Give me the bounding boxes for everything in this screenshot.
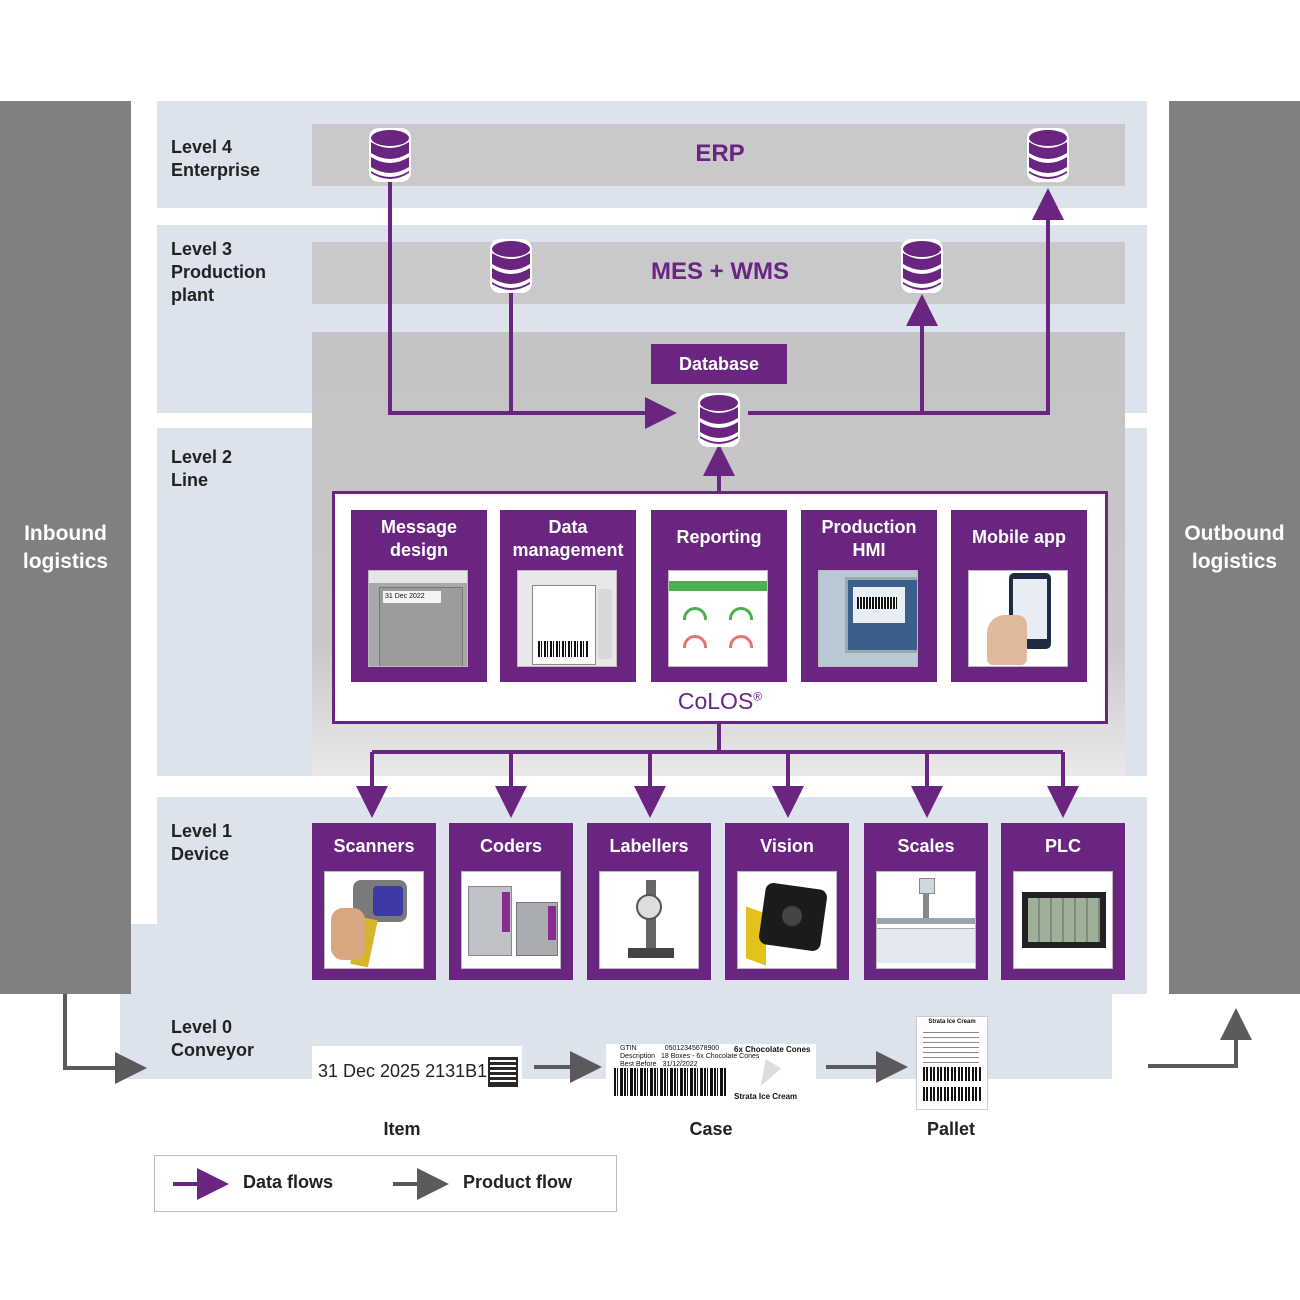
case-title: 6x Chocolate Cones <box>734 1045 811 1054</box>
reporting-screenshot <box>668 570 768 667</box>
erp-label: ERP <box>695 140 745 167</box>
level-2-label: Level 2 Line <box>171 447 233 490</box>
app-message-design: Message design 31 Dec 2022 <box>351 510 487 682</box>
device-title: Scanners <box>333 836 415 856</box>
item-qr-code <box>488 1057 518 1087</box>
pallet-barcode-2 <box>923 1087 981 1101</box>
app-mobile-app: Mobile app <box>951 510 1087 682</box>
app-reporting: Reporting <box>651 510 787 682</box>
scanner-photo <box>324 871 424 969</box>
app-title: Production HMI <box>821 517 917 560</box>
legend-swatches <box>173 1168 449 1200</box>
database-to-mes-line <box>748 294 938 415</box>
legend-product-flow: Product flow <box>463 1172 572 1192</box>
pallet-caption: Pallet <box>926 1119 976 1139</box>
case-label: GTIN 05012345678900 Description 18 Boxes… <box>606 1044 816 1108</box>
mes-database-icon-left <box>490 239 532 293</box>
case-barcode <box>614 1068 726 1096</box>
device-plc: PLC <box>1001 823 1125 980</box>
device-title: Coders <box>479 836 542 856</box>
mes-wms-label: MES + WMS <box>650 258 789 285</box>
app-title: Message design <box>380 517 458 560</box>
device-title: Scales <box>897 836 955 856</box>
mes-wms-strip <box>312 242 1125 304</box>
app-title: Mobile app <box>972 527 1066 547</box>
item-caption: Item <box>383 1119 421 1139</box>
device-title: Labellers <box>609 836 689 856</box>
pallet-barcode-1 <box>923 1067 981 1081</box>
item-label: 31 Dec 2025 2131B1 <box>312 1046 522 1096</box>
app-data-management: Data management <box>500 510 636 682</box>
level-0-label: Level 0 Conveyor <box>171 1017 255 1060</box>
app-title: Reporting <box>676 527 762 547</box>
inbound-flow-arrow <box>63 994 147 1084</box>
device-title: Vision <box>760 836 814 856</box>
mobile-app-photo <box>968 570 1068 667</box>
case-gtin-value: 05012345678900 <box>664 1045 720 1052</box>
scales-photo <box>876 871 976 969</box>
device-title: PLC <box>1045 836 1081 856</box>
production-hmi-photo <box>818 570 918 667</box>
outbound-flow-arrow <box>1148 1008 1252 1068</box>
device-vision: Vision <box>725 823 849 980</box>
level-4-label: Level 4 Enterprise <box>171 137 261 180</box>
case-desc-key: Description <box>620 1053 656 1060</box>
pallet-label: Strata Ice Cream <box>916 1016 988 1110</box>
level-3-label: Level 3 Production plant <box>171 239 266 305</box>
database-to-erp-line <box>748 188 1064 415</box>
case-bb-key: Best Before <box>620 1061 657 1068</box>
level-1-label: Level 1 Device <box>171 821 233 864</box>
coders-photo <box>461 871 561 969</box>
plc-photo <box>1013 871 1113 969</box>
device-coders: Coders <box>449 823 573 980</box>
mes-database-icon-right <box>901 239 943 293</box>
pallet-title: Strata Ice Cream <box>928 1019 976 1025</box>
labeller-photo <box>599 871 699 969</box>
device-labellers: Labellers <box>587 823 711 980</box>
device-scanners: Scanners <box>312 823 436 980</box>
database-label: Database <box>651 344 787 384</box>
legend-data-flows: Data flows <box>243 1172 334 1192</box>
case-gtin-key: GTIN <box>620 1045 637 1052</box>
central-database-icon <box>698 393 740 447</box>
inbound-logistics: Inbound logistics <box>0 101 131 994</box>
colos-brand: CoLOS® <box>677 688 763 714</box>
message-design-screenshot: 31 Dec 2022 <box>368 570 468 667</box>
case-caption: Case <box>689 1119 733 1139</box>
app-title: Data management <box>512 517 624 560</box>
erp-strip <box>312 124 1125 186</box>
case-brand: Strata Ice Cream <box>734 1092 798 1101</box>
app-production-hmi: Production HMI <box>801 510 937 682</box>
item-code: 31 Dec 2025 2131B1 <box>318 1061 488 1081</box>
case-desc-value: 18 Boxes - 6x Chocolate Cones <box>660 1053 760 1060</box>
vision-camera-photo <box>737 871 837 969</box>
case-bb-value: 31/12/2022 <box>662 1061 698 1068</box>
device-scales: Scales <box>864 823 988 980</box>
erp-database-icon-right <box>1027 128 1069 182</box>
legend: Data flows Product flow <box>154 1155 617 1212</box>
erp-to-database-line <box>388 180 677 429</box>
data-management-screenshot <box>517 570 617 667</box>
outbound-logistics: Outbound logistics <box>1169 101 1300 994</box>
erp-database-icon-left <box>369 128 411 182</box>
